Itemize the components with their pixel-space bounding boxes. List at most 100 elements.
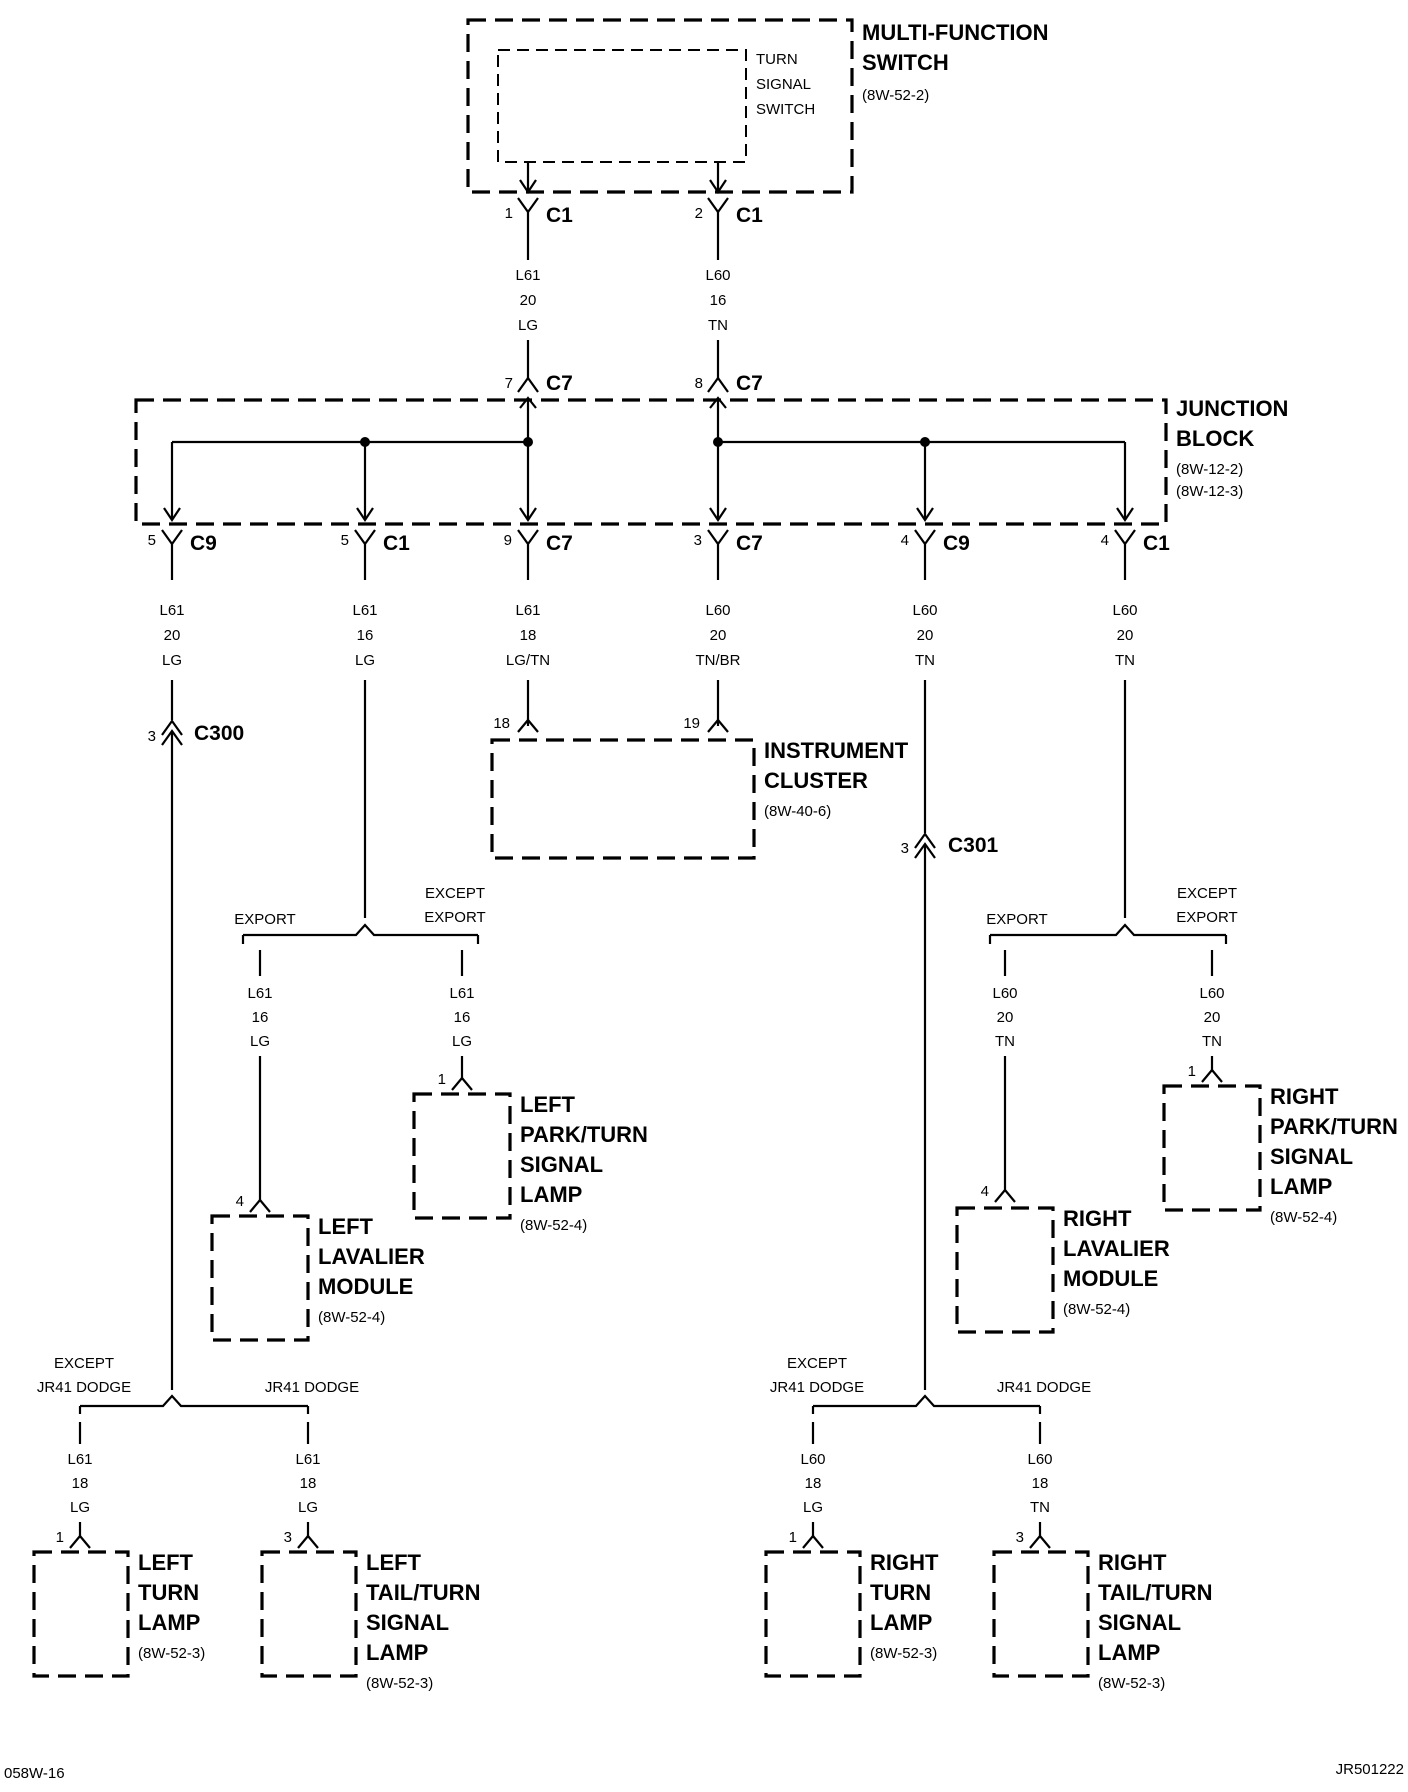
wire-label-w6: L60 20 TN/BR	[696, 602, 741, 669]
svg-text:EXPORT: EXPORT	[986, 911, 1047, 928]
jb-title-1: JUNCTION	[1176, 396, 1288, 421]
wire-label-w8: L60 20 TN	[1112, 602, 1137, 669]
svg-text:L61: L61	[352, 602, 377, 619]
svg-text:C1: C1	[736, 204, 763, 227]
jb-connector-c9-pin5: 5 C9	[148, 529, 217, 580]
connector-rtt-pin3: 3	[1016, 1529, 1051, 1549]
wire-label-w16: L60 18 TN	[1027, 1451, 1052, 1516]
svg-text:1: 1	[438, 1071, 446, 1088]
footer-left-code: 058W-16	[4, 1765, 65, 1782]
svg-text:L61: L61	[159, 602, 184, 619]
connector-c1-pin2: 2 C1	[695, 197, 763, 227]
wire-label-w9: L61 16 LG	[247, 985, 272, 1050]
svg-text:LEFT: LEFT	[520, 1092, 576, 1117]
svg-text:L60: L60	[800, 1451, 825, 1468]
svg-text:TN: TN	[915, 652, 935, 669]
svg-text:L60: L60	[992, 985, 1017, 1002]
svg-text:18: 18	[1032, 1475, 1049, 1492]
svg-text:TN: TN	[1202, 1033, 1222, 1050]
junction-block: JUNCTION BLOCK (8W-12-2) (8W-12-3)	[134, 396, 1288, 526]
svg-text:LG: LG	[803, 1499, 823, 1516]
wire-label-w12: L60 20 TN	[1199, 985, 1224, 1050]
mfs-title-1: MULTI-FUNCTION	[862, 20, 1049, 45]
svg-text:RIGHT: RIGHT	[870, 1550, 939, 1575]
svg-text:L61: L61	[449, 985, 474, 1002]
svg-text:SIGNAL: SIGNAL	[520, 1152, 603, 1177]
svg-text:JR41 DODGE: JR41 DODGE	[265, 1379, 359, 1396]
jb-connector-c1-pin4: 4 C1	[1101, 529, 1170, 580]
svg-text:19: 19	[683, 715, 700, 732]
svg-text:EXPORT: EXPORT	[1176, 909, 1237, 926]
jb-connector-c7-pin3: 3 C7	[694, 529, 763, 580]
svg-text:C1: C1	[546, 204, 573, 227]
wire-label-w11: L60 20 TN	[992, 985, 1017, 1050]
jb-connector-c1-pin5: 5 C1	[341, 529, 410, 580]
wire-label-w1: L61 20 LG	[515, 267, 540, 334]
svg-text:C7: C7	[736, 532, 763, 555]
connector-ltl-pin1: 1	[56, 1529, 91, 1549]
svg-text:L61: L61	[515, 267, 540, 284]
svg-text:16: 16	[710, 292, 727, 309]
svg-text:(8W-52-4): (8W-52-4)	[318, 1309, 385, 1326]
svg-text:20: 20	[164, 627, 181, 644]
svg-text:(8W-52-4): (8W-52-4)	[1270, 1209, 1337, 1226]
svg-text:16: 16	[252, 1009, 269, 1026]
svg-text:16: 16	[357, 627, 374, 644]
svg-text:LAMP: LAMP	[1270, 1174, 1332, 1199]
svg-text:C9: C9	[190, 532, 217, 555]
svg-text:LAMP: LAMP	[138, 1610, 200, 1635]
tss-label-2: SIGNAL	[756, 76, 811, 93]
svg-text:LEFT: LEFT	[366, 1550, 422, 1575]
mfs-ref: (8W-52-2)	[862, 87, 929, 104]
jb-connector-c7-pin9: 9 C7	[504, 529, 573, 580]
turn-signal-switch-box	[497, 49, 747, 163]
right-lavalier-module: RIGHT LAVALIER MODULE (8W-52-4)	[955, 1206, 1170, 1334]
connector-ltt-pin3: 3	[284, 1529, 319, 1549]
connector-c1-pin1: 1 C1	[505, 197, 573, 227]
svg-text:2: 2	[695, 205, 703, 222]
connector-rlm-pin4: 4	[981, 1183, 1016, 1203]
svg-text:3: 3	[148, 728, 156, 745]
right-turn-lamp: RIGHT TURN LAMP (8W-52-3)	[764, 1550, 939, 1678]
svg-text:L60: L60	[912, 602, 937, 619]
left-export-split: EXPORT EXCEPT EXPORT	[234, 680, 486, 976]
svg-text:EXCEPT: EXCEPT	[1177, 885, 1237, 902]
svg-text:20: 20	[1117, 627, 1134, 644]
svg-text:9: 9	[504, 532, 512, 549]
left-turn-lamp: LEFT TURN LAMP (8W-52-3)	[32, 1550, 205, 1678]
svg-text:3: 3	[284, 1529, 292, 1546]
svg-text:TAIL/TURN: TAIL/TURN	[366, 1580, 480, 1605]
svg-text:C7: C7	[546, 372, 573, 395]
svg-text:TURN: TURN	[870, 1580, 931, 1605]
svg-text:(8W-52-3): (8W-52-3)	[138, 1645, 205, 1662]
svg-text:LAVALIER: LAVALIER	[318, 1244, 425, 1269]
svg-text:18: 18	[72, 1475, 89, 1492]
svg-text:EXCEPT: EXCEPT	[787, 1355, 847, 1372]
svg-text:L60: L60	[1199, 985, 1224, 1002]
svg-text:3: 3	[694, 532, 702, 549]
svg-text:SIGNAL: SIGNAL	[366, 1610, 449, 1635]
tss-label-3: SWITCH	[756, 101, 815, 118]
right-tail-turn-signal-lamp: RIGHT TAIL/TURN SIGNAL LAMP (8W-52-3)	[992, 1550, 1212, 1692]
mfs-title-2: SWITCH	[862, 50, 949, 75]
jb-ref-1: (8W-12-2)	[1176, 461, 1243, 478]
svg-text:L60: L60	[705, 602, 730, 619]
svg-text:SIGNAL: SIGNAL	[1270, 1144, 1353, 1169]
svg-text:C300: C300	[194, 722, 244, 745]
footer-right-code: JR501222	[1336, 1761, 1404, 1778]
svg-text:(8W-52-3): (8W-52-3)	[366, 1675, 433, 1692]
left-park-turn-signal-lamp: LEFT PARK/TURN SIGNAL LAMP (8W-52-4)	[412, 1092, 648, 1234]
svg-text:C7: C7	[736, 372, 763, 395]
connector-rtl-pin1: 1	[789, 1529, 824, 1549]
svg-text:5: 5	[341, 532, 349, 549]
svg-text:CLUSTER: CLUSTER	[764, 768, 868, 793]
svg-text:(8W-52-4): (8W-52-4)	[520, 1217, 587, 1234]
connector-ic-pin18: 18	[493, 715, 539, 733]
svg-text:TN: TN	[1115, 652, 1135, 669]
svg-text:LEFT: LEFT	[138, 1550, 194, 1575]
svg-text:SIGNAL: SIGNAL	[1098, 1610, 1181, 1635]
svg-text:3: 3	[901, 840, 909, 857]
connector-c7-pin8: 8 C7	[695, 372, 763, 395]
svg-text:TN: TN	[1030, 1499, 1050, 1516]
